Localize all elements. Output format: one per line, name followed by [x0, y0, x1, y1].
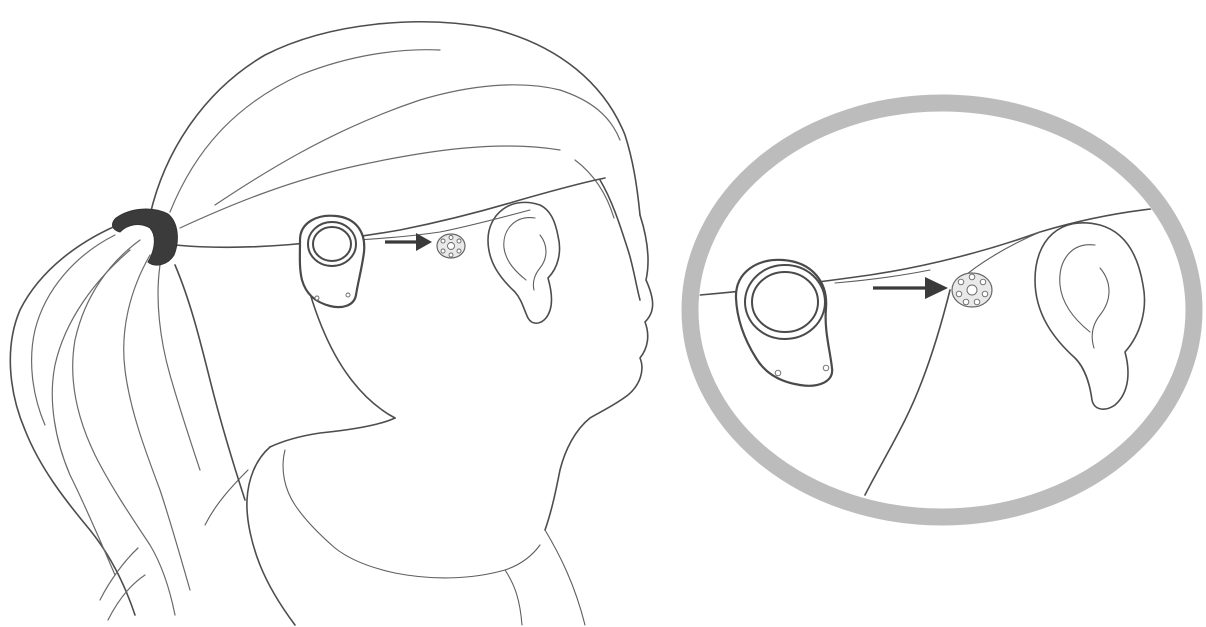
- zoom-ear: [1035, 223, 1144, 409]
- collar-inner: [283, 450, 540, 578]
- ear-inner: [504, 218, 546, 290]
- hair-fringe: [575, 160, 614, 218]
- arrow-right-icon: [873, 277, 948, 299]
- ear: [488, 202, 560, 323]
- hair-strand: [215, 85, 560, 205]
- sound-processor-icon: [736, 260, 832, 386]
- neck-back: [270, 418, 395, 447]
- hair-strand: [180, 146, 560, 228]
- zoom-detail: [690, 103, 1194, 517]
- implant-icon: [952, 273, 992, 307]
- head-illustration: [10, 22, 652, 625]
- face-profile: [545, 215, 653, 530]
- implant-icon: [437, 234, 465, 258]
- hair-strand: [170, 50, 440, 212]
- zoom-cable: [835, 270, 930, 283]
- hair-strand: [560, 90, 620, 140]
- shirt-shoulder: [505, 570, 522, 625]
- zoom-ear-inner: [1060, 245, 1109, 348]
- ponytail: [10, 222, 245, 620]
- collar: [247, 447, 295, 625]
- sound-processor-icon: [300, 216, 364, 307]
- collar-fold: [205, 470, 248, 525]
- zoom-jaw-line: [865, 290, 950, 495]
- shirt-front: [545, 530, 585, 625]
